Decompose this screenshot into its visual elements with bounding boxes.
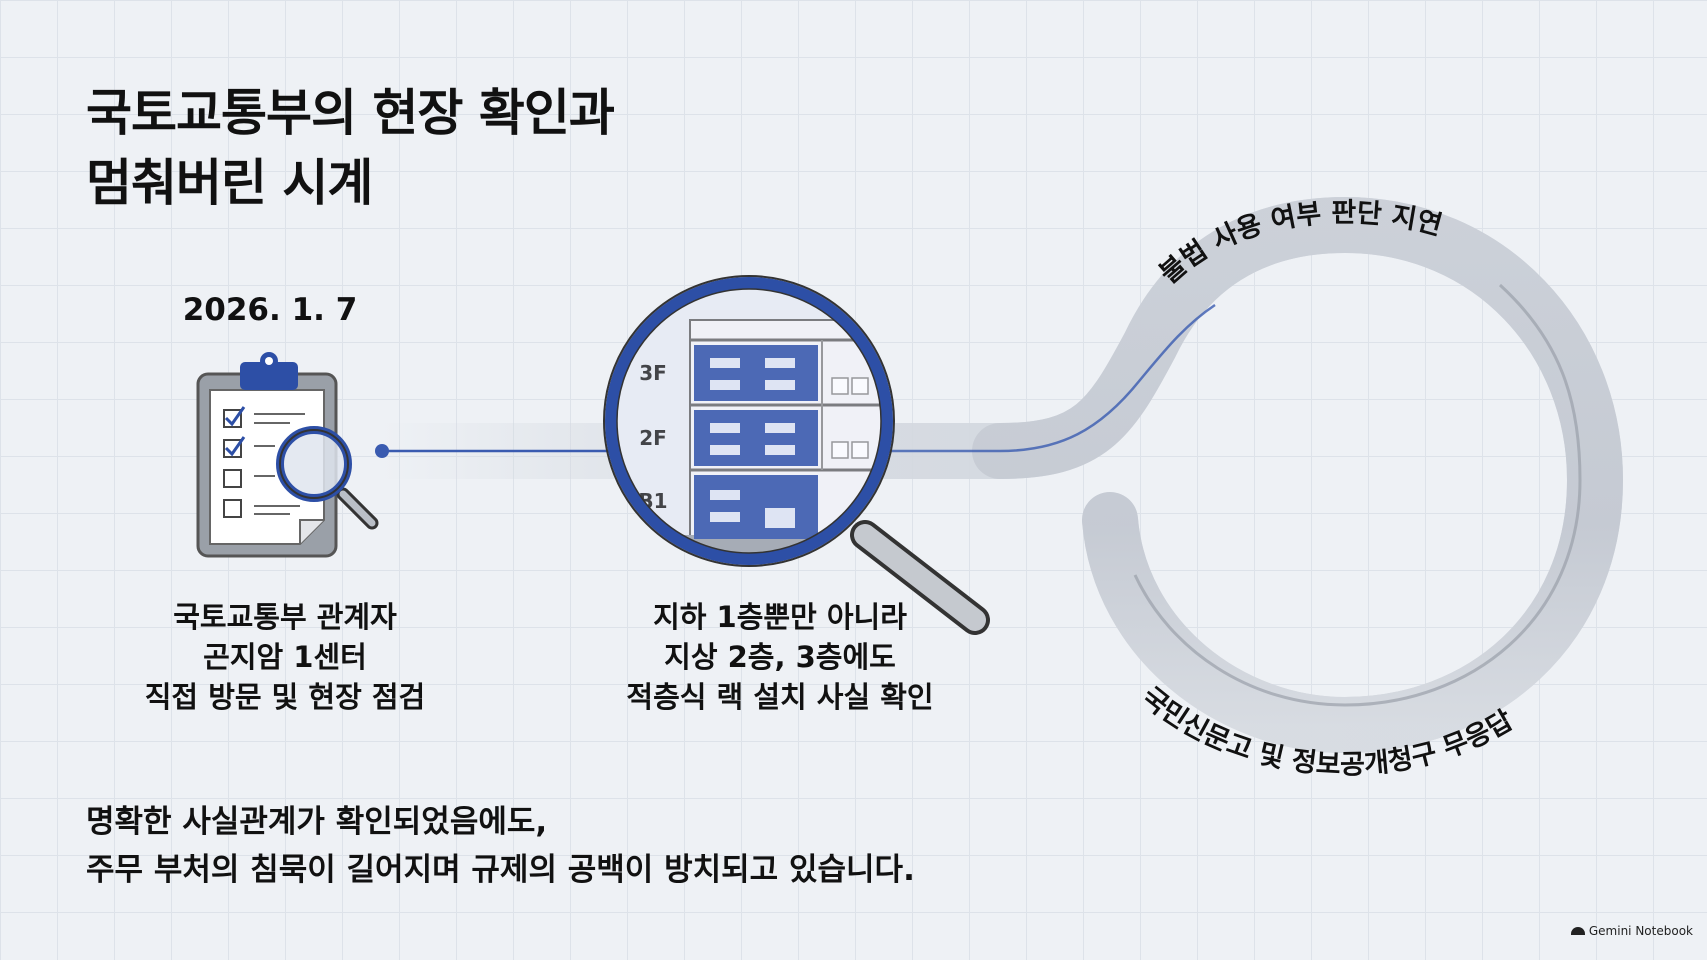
- conclusion-text: 명확한 사실관계가 확인되었음에도, 주무 부처의 침묵이 길어지며 규제의 공…: [86, 798, 915, 894]
- brand-watermark: Gemini Notebook: [1570, 924, 1693, 938]
- event-date: 2026. 1. 7: [182, 292, 358, 328]
- magnifier-warehouse-icon: 3F 2F B1: [603, 275, 990, 635]
- step1-caption-line: 곤지암 1센터: [203, 640, 367, 674]
- step1-caption-line: 직접 방문 및 현장 점검: [144, 680, 426, 714]
- timeline-line: [375, 303, 1216, 458]
- step2-caption-line: 지상 2층, 3층에도: [664, 640, 896, 674]
- step1-caption: 국토교통부 관계자 곤지암 1센터 직접 방문 및 현장 점검: [120, 597, 450, 717]
- step2-caption: 지하 1층뿐만 아니라 지상 2층, 3층에도 적층식 랙 설치 사실 확인: [600, 597, 960, 717]
- floor-label-2f: 2F: [639, 426, 667, 450]
- ring-track-line: [1133, 283, 1582, 707]
- title-line-1: 국토교통부의 현장 확인과: [86, 84, 615, 142]
- step2-caption-line: 적층식 랙 설치 사실 확인: [626, 680, 934, 714]
- step2-caption-line: 지하 1층뿐만 아니라: [653, 600, 907, 634]
- clipboard-checklist-magnifier-icon: [196, 352, 379, 558]
- page-title: 국토교통부의 현장 확인과 멈춰버린 시계: [86, 78, 615, 218]
- conclusion-line-2: 주무 부처의 침묵이 길어지며 규제의 공백이 방치되고 있습니다.: [86, 852, 915, 888]
- conclusion-line-1: 명확한 사실관계가 확인되었음에도,: [86, 804, 548, 840]
- timeline-start-dot: [375, 444, 389, 458]
- brand-name: Gemini Notebook: [1588, 924, 1693, 938]
- timeline-road: [352, 196, 1624, 754]
- floor-label-3f: 3F: [639, 361, 667, 385]
- step1-caption-line: 국토교통부 관계자: [173, 600, 397, 634]
- brand-logo-icon: [1570, 927, 1585, 935]
- title-line-2: 멈춰버린 시계: [86, 154, 373, 212]
